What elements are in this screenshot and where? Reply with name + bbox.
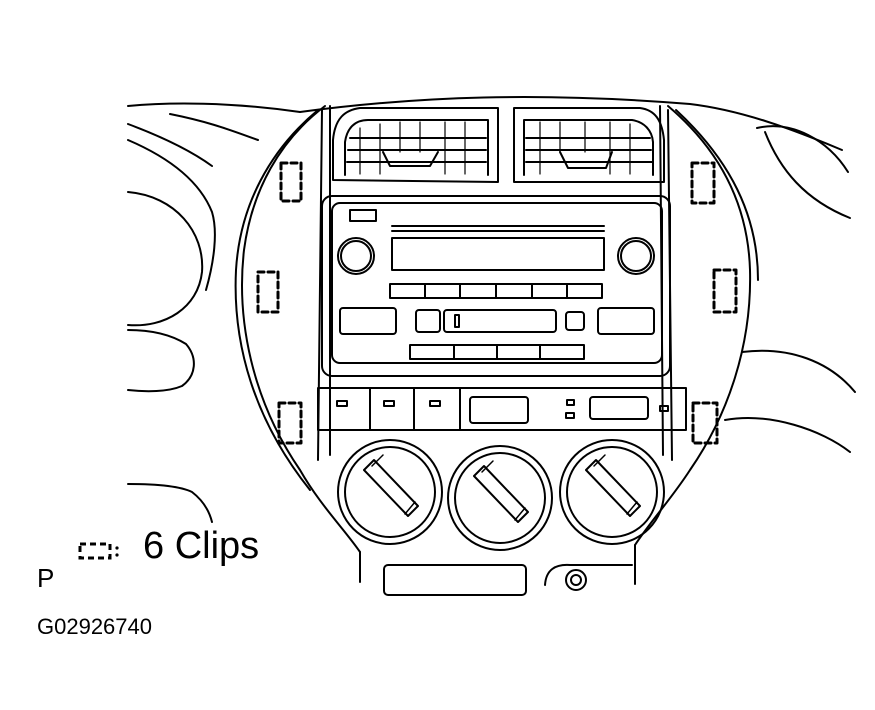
- right-air-vent: [513, 107, 665, 183]
- climate-knob-right: [559, 439, 665, 545]
- clip-marker-upper-right: [690, 161, 716, 205]
- climate-knob-left: [337, 439, 443, 545]
- clip-marker-middle-left: [256, 270, 280, 314]
- dashboard-outline: [127, 96, 856, 523]
- legend-label: 6 Clips: [143, 525, 260, 567]
- lower-console: [383, 563, 633, 596]
- audio-unit: [321, 195, 671, 377]
- dashed-clip-icon: [78, 542, 119, 560]
- left-air-vent: [332, 107, 499, 183]
- clip-marker-upper-left: [279, 161, 303, 203]
- clip-markers: [256, 161, 738, 445]
- switch-panel: [317, 387, 687, 431]
- figure-code: G02926740: [37, 614, 152, 639]
- clip-marker-lower-right: [691, 401, 719, 445]
- climate-knob-center: [447, 445, 553, 551]
- clip-marker-lower-left: [277, 401, 303, 445]
- clip-marker-middle-right: [712, 268, 738, 314]
- view-letter: P: [37, 563, 55, 593]
